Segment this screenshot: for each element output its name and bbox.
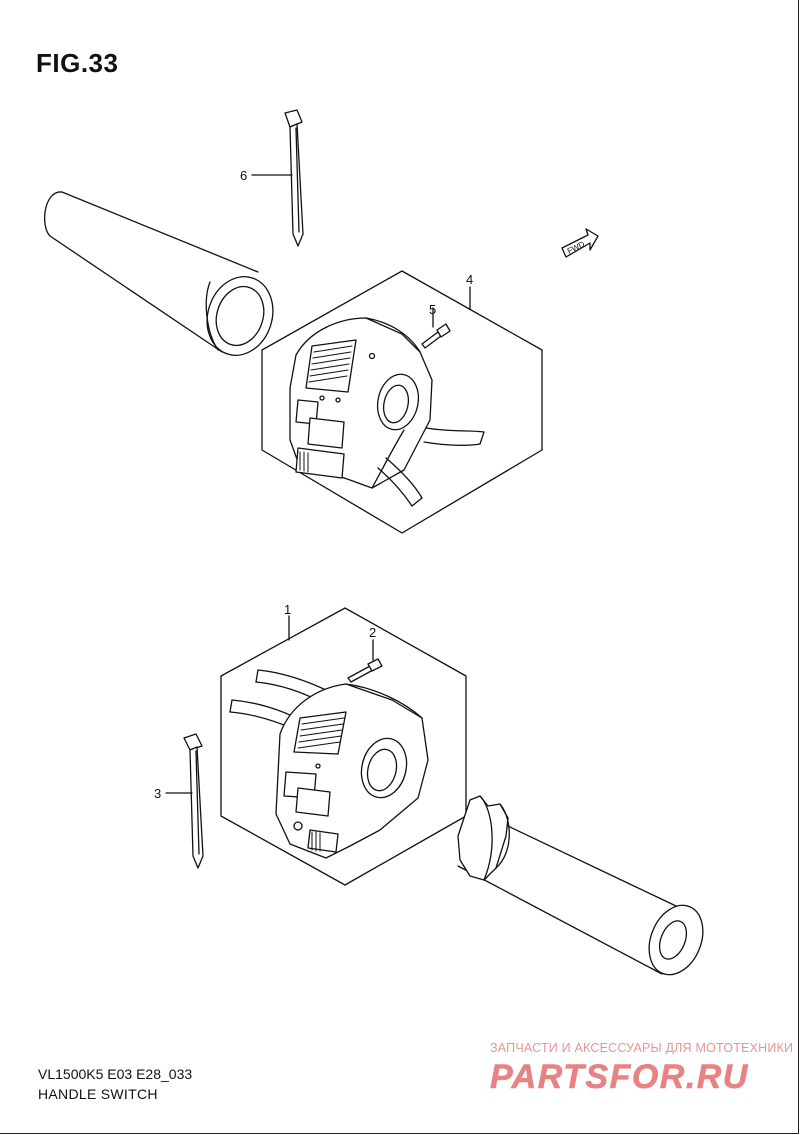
switch-assembly-4	[261, 270, 543, 534]
watermark-logo-text: PARTSFOR.RU	[490, 1058, 749, 1094]
switch-assembly-1	[220, 607, 467, 886]
fwd-arrow-icon	[561, 228, 599, 258]
cable-tie-6	[251, 109, 304, 247]
throttle-grip	[457, 795, 704, 976]
callout-2: 2	[369, 625, 376, 640]
page-label: HANDLE SWITCH	[38, 1086, 158, 1102]
callout-4: 4	[466, 272, 473, 287]
watermark-caption: ЗАПЧАСТИ И АКСЕССУАРЫ ДЛЯ МОТОТЕХНИКИ	[490, 1041, 794, 1055]
screw-2	[347, 639, 383, 683]
callout-6: 6	[240, 168, 247, 183]
cable-tie-3	[165, 733, 204, 869]
watermark-logo: PARTSFOR.RU	[490, 1058, 749, 1094]
model-code: VL1500K5 E03 E28_033	[38, 1066, 193, 1082]
callout-5: 5	[429, 302, 436, 317]
figure-title: FIG.33	[36, 48, 119, 78]
screw-5	[421, 307, 451, 349]
callout-3: 3	[154, 786, 161, 801]
left-grip	[44, 191, 274, 356]
callout-1: 1	[284, 602, 291, 617]
